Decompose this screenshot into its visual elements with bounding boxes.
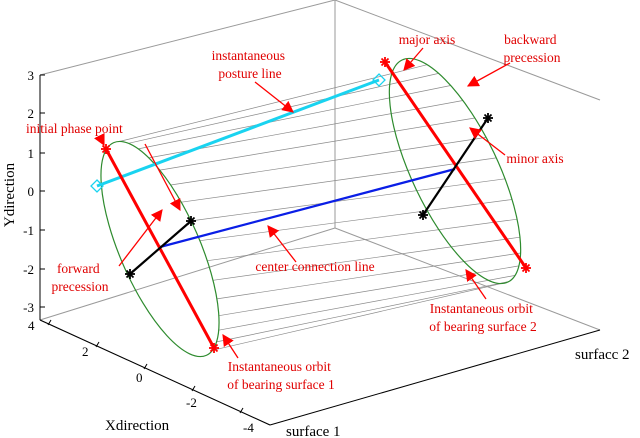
y-tick-label: 2 [28,106,35,121]
backward-precession-line1: backward [504,32,557,47]
x-tick-label: -2 [186,395,197,410]
generator-line [207,218,518,262]
instantaneous-posture-line [96,78,380,188]
orbit-surface-1-line1: Instantaneous orbit [228,359,331,374]
initial-phase-point-annotation: initial phase point [26,121,123,136]
y-tick-label: -2 [23,262,34,277]
backward-precession-line2: precession [504,50,561,65]
posture-line-annotation-line1: instantaneous [212,48,286,63]
major-axis-end-marker [521,263,531,273]
generator-line [212,283,502,351]
generator-line [212,236,521,281]
orbit-surface-1-annotation: Instantaneous orbit of bearing surface 1 [227,359,335,392]
generator-line [191,178,506,222]
forward-precession-line2: precession [52,279,109,294]
minor-axis-annotation: minor axis [506,151,563,166]
center-connection-annotation: center connection line [255,259,374,274]
axis-lines [39,75,601,426]
minor-axis-end-marker [418,210,428,220]
generator-line [218,275,516,331]
x-ticks [47,319,244,414]
minor-axis-end-marker [186,216,196,226]
x-tick-label: -4 [243,420,254,435]
center-connection-line [159,167,456,249]
orbit-surface-1-line2: of bearing surface 1 [227,377,335,392]
y-ticks [40,74,45,308]
generator-line [128,73,439,144]
generator-line [170,137,487,186]
z-axis-end-label: surfacc 2 [575,347,630,363]
generator-line [181,157,497,203]
x-tick-label: 2 [82,344,89,359]
y-tick-label: -3 [23,300,34,315]
y-axis-label: Ydirection [2,162,18,227]
orbit-surface-2-line2: of bearing surface 2 [429,319,537,334]
x-tick-label: 0 [136,370,143,385]
orbit-surface-1 [100,140,220,358]
y-tick-label: 0 [28,184,35,199]
posture-endpoint-marker-1 [90,179,104,193]
x-tick-label: 4 [28,318,35,333]
x-axis-label: Xdirection [105,418,170,434]
generator-line [138,85,451,150]
orbit-surface-2-annotation: Instantaneous orbit of bearing surface 2 [429,301,537,334]
minor-axis-end-marker [125,269,135,279]
z-axis-start-label: surface 1 [286,424,341,438]
backward-precession-annotation: backward precession [504,32,561,65]
forward-precession-annotation: forward precession [52,261,109,294]
posture-line-annotation: instantaneous posture line [212,48,289,81]
major-axis-end-marker [209,343,219,353]
posture-line-annotation-line2: posture line [218,66,281,81]
major-axis-end-marker [380,57,390,67]
y-tick-label: 3 [28,68,35,83]
generator-line [199,199,513,242]
major-axis-annotation: major axis [399,32,456,47]
forward-precession-line1: forward [57,261,100,276]
minor-axis-surface-1 [129,220,192,275]
generator-line [159,117,475,171]
minor-axis-end-marker [483,113,493,123]
initial-phase-point-marker [101,144,111,154]
orbit-surface-2-line1: Instantaneous orbit [430,301,533,316]
posture-endpoint-marker-2 [372,73,386,87]
annotation-arrows [94,47,511,359]
generator-line [216,252,521,300]
y-tick-label: -1 [23,223,34,238]
orbit-surface-2 [388,57,522,285]
y-tick-label: 1 [28,146,35,161]
generator-line [216,281,510,343]
